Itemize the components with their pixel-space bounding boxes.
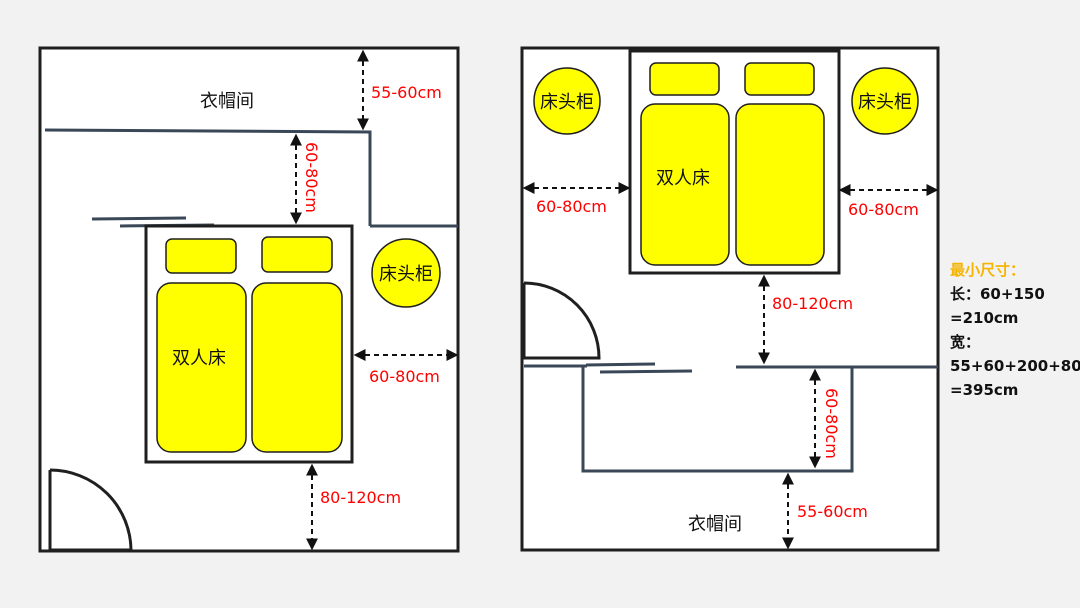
right-door-swing <box>522 281 601 360</box>
left-sliding-door-1 <box>91 216 187 221</box>
right-nightstand-right-label: 床头柜 <box>858 92 912 113</box>
right-nightstand-left-label: 床头柜 <box>540 92 594 113</box>
minimum-size-summary: 最小尺寸： 长：60+150 =210cm 宽： 55+60+200+80 =3… <box>950 258 1080 402</box>
right-dim-right-clearance: 60-80cm <box>848 200 919 219</box>
left-bed-label: 双人床 <box>172 348 226 369</box>
right-sliding-door-2 <box>599 369 693 374</box>
left-dim-side-clearance: 60-80cm <box>369 367 440 386</box>
summary-length-line1: 长：60+150 <box>950 285 1045 303</box>
right-pillow-1 <box>649 62 720 96</box>
left-dim-foot-clearance: 80-120cm <box>320 488 401 507</box>
right-dim-foot-clearance: 80-120cm <box>772 294 853 313</box>
summary-heading: 最小尺寸： <box>950 261 1026 279</box>
right-dim-closet-depth: 55-60cm <box>797 502 868 521</box>
right-sliding-door-1 <box>585 362 656 367</box>
left-dim-walkway-vertical: 60-80cm <box>302 142 321 213</box>
summary-width-line3: =395cm <box>950 381 1019 399</box>
left-dim-closet-depth: 55-60cm <box>371 83 442 102</box>
left-floor-plan: 衣帽间 双人床 床头柜 55-60cm 60-80cm 60-80cm 80-1… <box>38 46 460 553</box>
summary-length-line2: =210cm <box>950 309 1019 327</box>
left-pillow-2 <box>261 236 333 273</box>
right-closet-label: 衣帽间 <box>688 514 742 535</box>
left-mattress-2 <box>251 282 343 453</box>
right-closet-partition <box>581 366 854 473</box>
left-nightstand-label: 床头柜 <box>379 264 433 285</box>
right-floor-plan: 双人床 床头柜 床头柜 衣帽间 60-80cm 60-80cm 80-120cm… <box>520 46 940 552</box>
left-pillow-1 <box>165 238 237 274</box>
right-nightstand-right <box>851 67 919 135</box>
left-nightstand <box>371 238 441 308</box>
left-mattress-1 <box>156 282 247 453</box>
right-pillow-2 <box>744 62 815 96</box>
right-bed-label: 双人床 <box>656 168 710 189</box>
summary-width-line1: 宽： <box>950 333 981 351</box>
right-nightstand-left <box>533 67 601 135</box>
right-mattress-1 <box>640 103 730 266</box>
left-closet-label: 衣帽间 <box>200 91 254 112</box>
left-door-swing <box>48 468 133 552</box>
summary-width-line2: 55+60+200+80 <box>950 357 1080 375</box>
right-mattress-2 <box>735 103 825 266</box>
right-dim-walkway-vertical: 60-80cm <box>822 388 841 459</box>
left-closet-partition <box>44 128 372 226</box>
right-dim-left-clearance: 60-80cm <box>536 197 607 216</box>
